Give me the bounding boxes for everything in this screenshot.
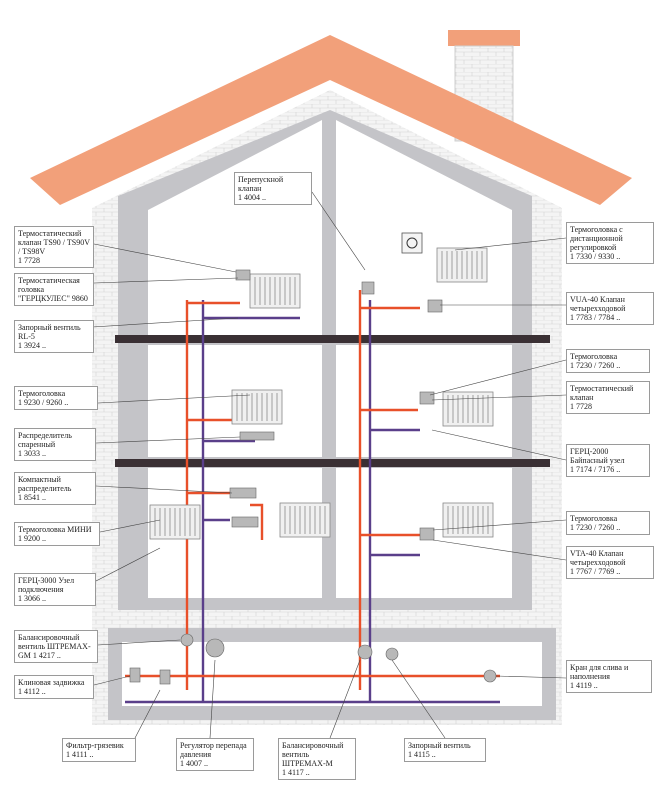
floor-slab xyxy=(115,335,550,343)
label-remote-head: Термоголовка с дистанционной регулировко… xyxy=(566,222,654,264)
label-balancing-gm: Балансировочный вентиль ШТРЕМАХ-GM 1 421… xyxy=(14,630,98,663)
label-ball-valve: Клиновая задвижка 1 4112 .. xyxy=(14,675,94,699)
return-pipes xyxy=(125,300,500,704)
supply-pipes xyxy=(125,290,500,690)
label-thermo-valve-ts90: Термостатический клапан TS90 / TS90V / T… xyxy=(14,226,94,268)
radiator xyxy=(442,502,494,538)
remote-thermostat-icon xyxy=(401,232,423,254)
leader-lines xyxy=(75,191,567,739)
radiator xyxy=(231,389,283,425)
roof xyxy=(30,35,632,205)
chimney xyxy=(448,30,520,46)
floor-slab xyxy=(115,459,550,467)
radiator xyxy=(279,502,331,538)
label-thermo-head-mini: Термоголовка МИНИ 1 9200 .. xyxy=(14,522,100,546)
radiator xyxy=(436,247,488,283)
radiator xyxy=(442,391,494,427)
radiator xyxy=(249,273,301,309)
radiator xyxy=(149,504,201,540)
label-thermo-head-herzkules: Термостатическая головка "ГЕРЦКУЛЕС" 986… xyxy=(14,273,94,306)
